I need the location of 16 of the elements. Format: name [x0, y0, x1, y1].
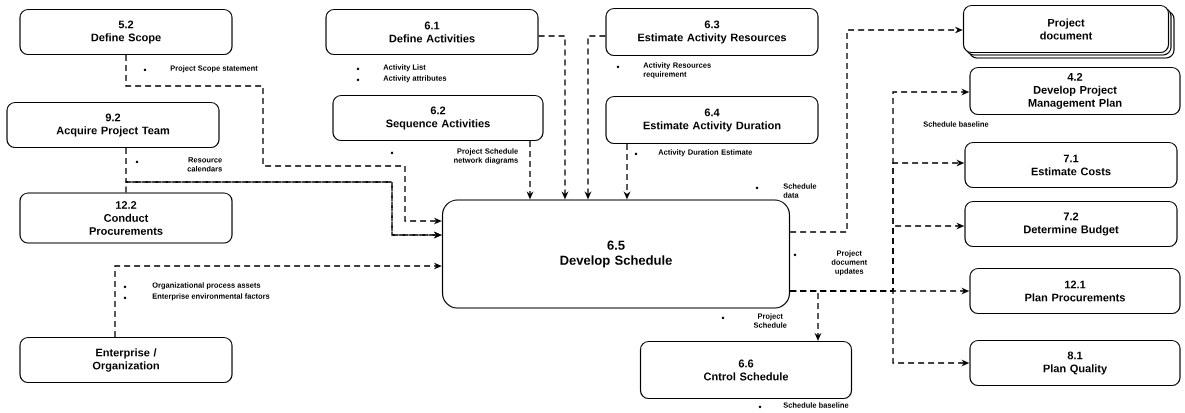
process-box: Enterprise / Organization	[19, 336, 233, 384]
process-box: 4.2 Develop Project Management Plan	[969, 66, 1181, 116]
process-box: 6.4 Estimate Activity Duration	[605, 95, 819, 145]
process-box: 6.5 Develop Schedule	[441, 199, 791, 309]
process-box: 6.1 Define Activities	[325, 8, 539, 56]
process-box: 12.2 Conduct Procurements	[19, 192, 233, 244]
process-box: 7.2 Determine Budget	[964, 200, 1178, 248]
process-box: 6.6 Cntrol Schedule	[639, 340, 853, 400]
process-box: 5.2 Define Scope	[19, 8, 233, 56]
process-box: 6.2 Sequence Activities	[332, 94, 544, 142]
document-stack: Project document	[962, 4, 1175, 59]
process-box: 9.2 Acquire Project Team	[6, 101, 220, 149]
process-box: 12.1 Plan Procurements	[969, 267, 1181, 315]
process-box: 6.3 Estimate Activity Resources	[605, 7, 819, 57]
process-box: 8.1 Plan Quality	[969, 339, 1181, 387]
process-box: 7.1 Estimate Costs	[964, 141, 1178, 189]
